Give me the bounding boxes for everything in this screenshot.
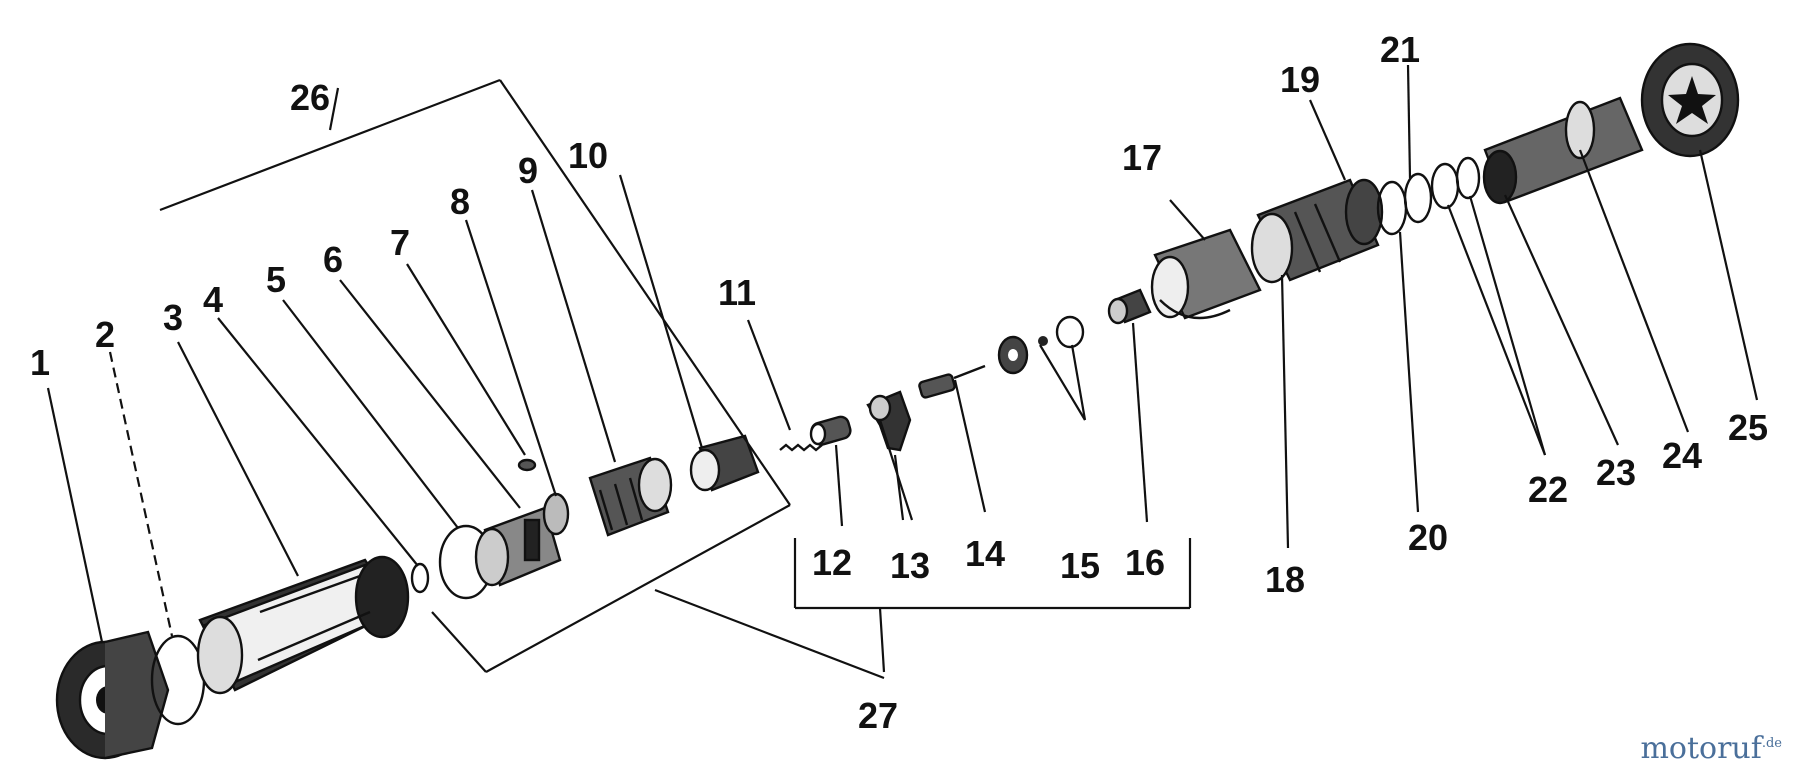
callout-23: 23 — [1596, 452, 1636, 493]
callout-4: 4 — [203, 279, 223, 320]
part-24-piston — [1482, 96, 1644, 205]
part-6-sleeve — [474, 506, 562, 587]
part-8-ring — [542, 492, 570, 536]
callout-20: 20 — [1408, 517, 1448, 558]
callout-3: 3 — [163, 297, 183, 338]
callout-9: 9 — [518, 150, 538, 191]
callout-21: 21 — [1380, 29, 1420, 70]
callout-27: 27 — [858, 695, 898, 736]
part-10-bushing — [689, 434, 760, 492]
callout-14: 14 — [965, 533, 1005, 574]
callout-22: 22 — [1528, 469, 1568, 510]
part-22-23-seals — [1430, 156, 1481, 210]
part-3-cylinder-housing — [196, 555, 410, 695]
part-13-bracket — [866, 390, 912, 452]
part-15-washer-set — [997, 315, 1085, 375]
callout-25: 25 — [1728, 407, 1768, 448]
callout-26: 26 — [290, 77, 330, 118]
part-1-end-cap — [55, 630, 170, 760]
callout-11: 11 — [718, 272, 756, 313]
watermark-brand: motoruf — [1640, 731, 1762, 766]
callout-18: 18 — [1265, 559, 1305, 600]
part-18-19-body — [1250, 178, 1384, 284]
callout-19: 19 — [1280, 59, 1320, 100]
callout-8: 8 — [450, 181, 470, 222]
part-16-nozzle — [1107, 288, 1152, 325]
leader-lines — [46, 64, 1759, 680]
callout-16: 16 — [1125, 542, 1165, 583]
callout-12: 12 — [812, 542, 852, 583]
watermark-tld: .de — [1761, 736, 1782, 751]
part-14-valve — [918, 364, 986, 399]
callout-13: 13 — [890, 545, 930, 586]
callout-10: 10 — [568, 135, 608, 176]
part-7-pin — [517, 458, 537, 472]
part-17-head — [1150, 228, 1262, 320]
callout-5: 5 — [266, 259, 286, 300]
callout-1: 1 — [30, 342, 50, 383]
watermark-logo: motoruf.de — [1640, 731, 1782, 766]
callout-6: 6 — [323, 239, 343, 280]
callout-15: 15 — [1060, 545, 1100, 586]
callout-17: 17 — [1122, 137, 1162, 178]
part-11-spring — [779, 443, 823, 452]
part-9-gear — [588, 456, 673, 537]
part-25-end-cap — [1640, 42, 1740, 158]
callout-labels: 1 2 3 4 5 6 7 8 9 10 11 12 13 14 15 16 1… — [30, 29, 1768, 736]
callout-24: 24 — [1662, 435, 1702, 476]
callout-2: 2 — [95, 314, 115, 355]
part-4-small-ring — [410, 562, 430, 594]
part-12-sleeve — [809, 415, 852, 446]
callout-7: 7 — [390, 222, 410, 263]
part-20-21-rings — [1376, 172, 1433, 236]
